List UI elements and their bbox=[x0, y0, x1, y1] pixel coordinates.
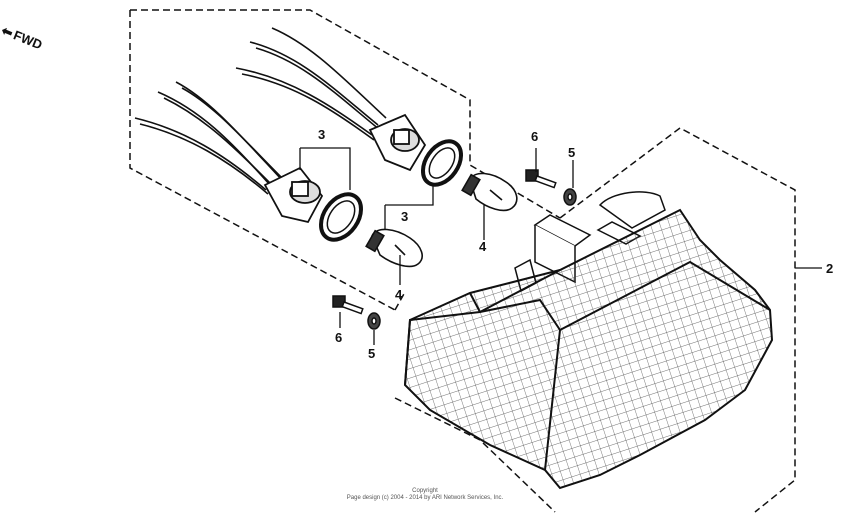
socket-right bbox=[368, 113, 427, 172]
screw-top bbox=[525, 169, 557, 189]
wire-harness-right bbox=[235, 27, 387, 141]
screw-bottom bbox=[332, 295, 364, 315]
gasket-left bbox=[319, 192, 363, 242]
socket-left bbox=[263, 166, 324, 224]
callout-4-right: 4 bbox=[479, 239, 487, 254]
copyright-line-1: Copyright bbox=[412, 488, 438, 494]
leader-lines bbox=[299, 147, 822, 345]
callout-6-top: 6 bbox=[531, 129, 539, 144]
lens-body bbox=[403, 208, 774, 490]
callout-5-bottom: 5 bbox=[368, 346, 376, 361]
wire-harness-left bbox=[134, 81, 287, 195]
group-outline-upper bbox=[129, 9, 561, 311]
washer-top bbox=[563, 188, 577, 206]
callout-3-left: 3 bbox=[318, 127, 326, 142]
copyright-line-2: Page design (c) 2004 - 2014 by ARI Netwo… bbox=[346, 495, 504, 501]
callout-5-top: 5 bbox=[568, 145, 576, 160]
callout-6-bottom: 6 bbox=[335, 330, 343, 345]
callout-2: 2 bbox=[826, 261, 834, 276]
bulb-right bbox=[461, 172, 518, 212]
callout-3-right: 3 bbox=[401, 209, 409, 224]
callout-4-left: 4 bbox=[395, 287, 403, 302]
washer-bottom bbox=[367, 312, 381, 330]
bulb-left bbox=[365, 228, 423, 268]
gasket-right bbox=[420, 139, 464, 187]
